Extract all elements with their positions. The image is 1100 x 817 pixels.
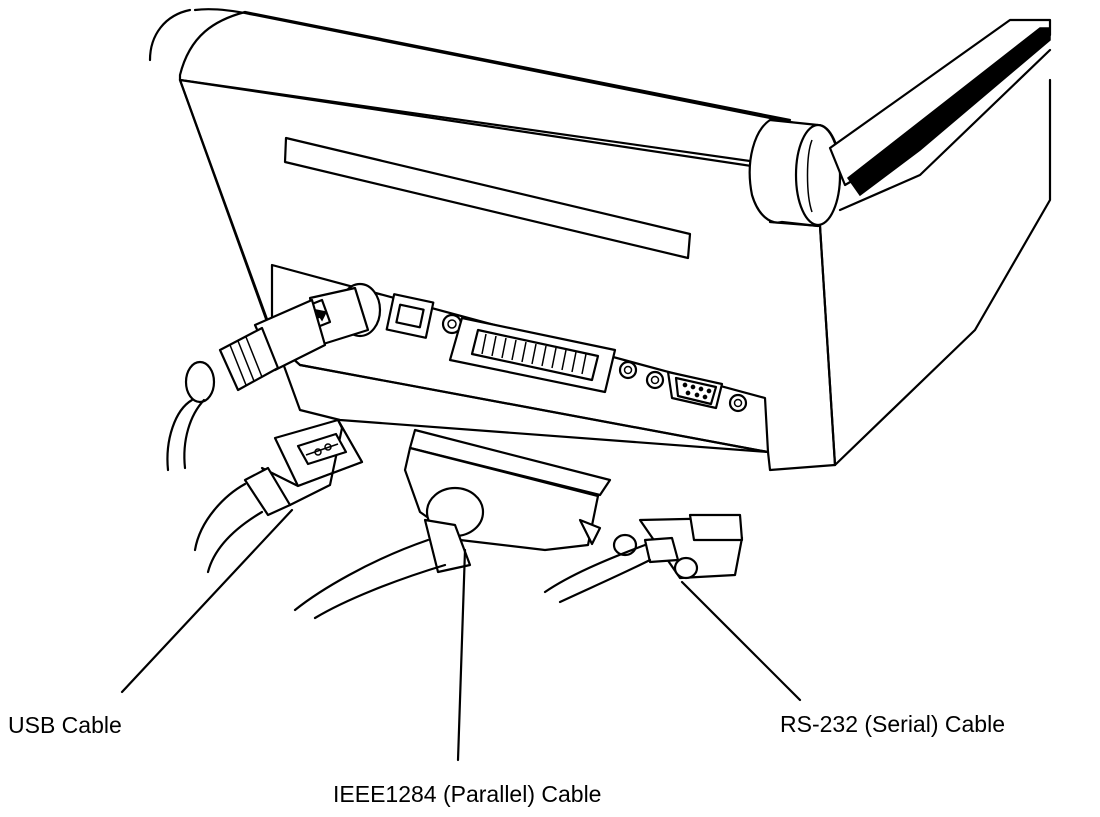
serial-cable-label: RS-232 (Serial) Cable xyxy=(780,711,1005,737)
usb-cord-1 xyxy=(193,482,247,552)
power-strain-relief xyxy=(218,326,280,392)
screw-4-inner xyxy=(733,398,743,408)
serial-cord-1 xyxy=(543,543,647,594)
paper-exit-slot xyxy=(283,136,692,260)
parallel-cable xyxy=(293,428,612,620)
usb-strain-relief xyxy=(243,466,292,517)
lid-seam xyxy=(248,12,822,130)
usb-plug-body xyxy=(260,418,364,507)
power-cable-end xyxy=(184,360,216,404)
parallel-port xyxy=(448,316,617,394)
serial-port xyxy=(666,370,724,410)
parallel-clip xyxy=(578,518,602,546)
parallel-leader-line xyxy=(456,548,467,762)
lid-top-edge xyxy=(193,8,252,16)
roll-cylinder xyxy=(748,118,842,228)
screw-3 xyxy=(645,370,665,390)
parallel-cable-label: IEEE1284 (Parallel) Cable xyxy=(333,781,602,807)
screw-3-inner xyxy=(650,375,660,385)
serial-cord-2 xyxy=(558,558,652,604)
power-cord-1 xyxy=(166,398,194,472)
lid-edge-left xyxy=(148,8,192,62)
usb-leader-line xyxy=(120,508,294,694)
side-panel-edge xyxy=(833,78,1052,467)
usb-cable xyxy=(193,418,364,574)
usb-symbol-icon xyxy=(305,443,339,456)
serial-boot xyxy=(643,536,680,564)
serial-thumbscrew-right xyxy=(673,556,699,580)
body-right-edge xyxy=(818,224,837,467)
power-cord-2 xyxy=(183,398,206,470)
screw-4 xyxy=(728,393,748,413)
media-arm-shade xyxy=(846,27,1051,197)
usb-cable-label: USB Cable xyxy=(8,712,122,738)
power-cable xyxy=(166,282,382,472)
connector-panel-bottom xyxy=(298,363,770,454)
parallel-cord-1 xyxy=(293,538,430,612)
side-panel-top xyxy=(838,48,1052,212)
parallel-boot xyxy=(423,518,472,574)
serial-hood-face xyxy=(688,513,744,542)
media-arm xyxy=(828,18,1052,187)
screw-1-inner xyxy=(447,319,457,329)
printer-body xyxy=(148,8,1052,472)
screw-2-inner xyxy=(623,365,633,375)
usb-cord-2 xyxy=(206,510,264,574)
serial-cable xyxy=(543,513,744,604)
parallel-flange xyxy=(408,428,612,497)
parallel-cord-2 xyxy=(313,563,447,620)
screw-2 xyxy=(618,360,638,380)
body-left-edge xyxy=(178,78,272,332)
usb-port xyxy=(385,293,435,339)
serial-leader-line xyxy=(680,580,802,702)
